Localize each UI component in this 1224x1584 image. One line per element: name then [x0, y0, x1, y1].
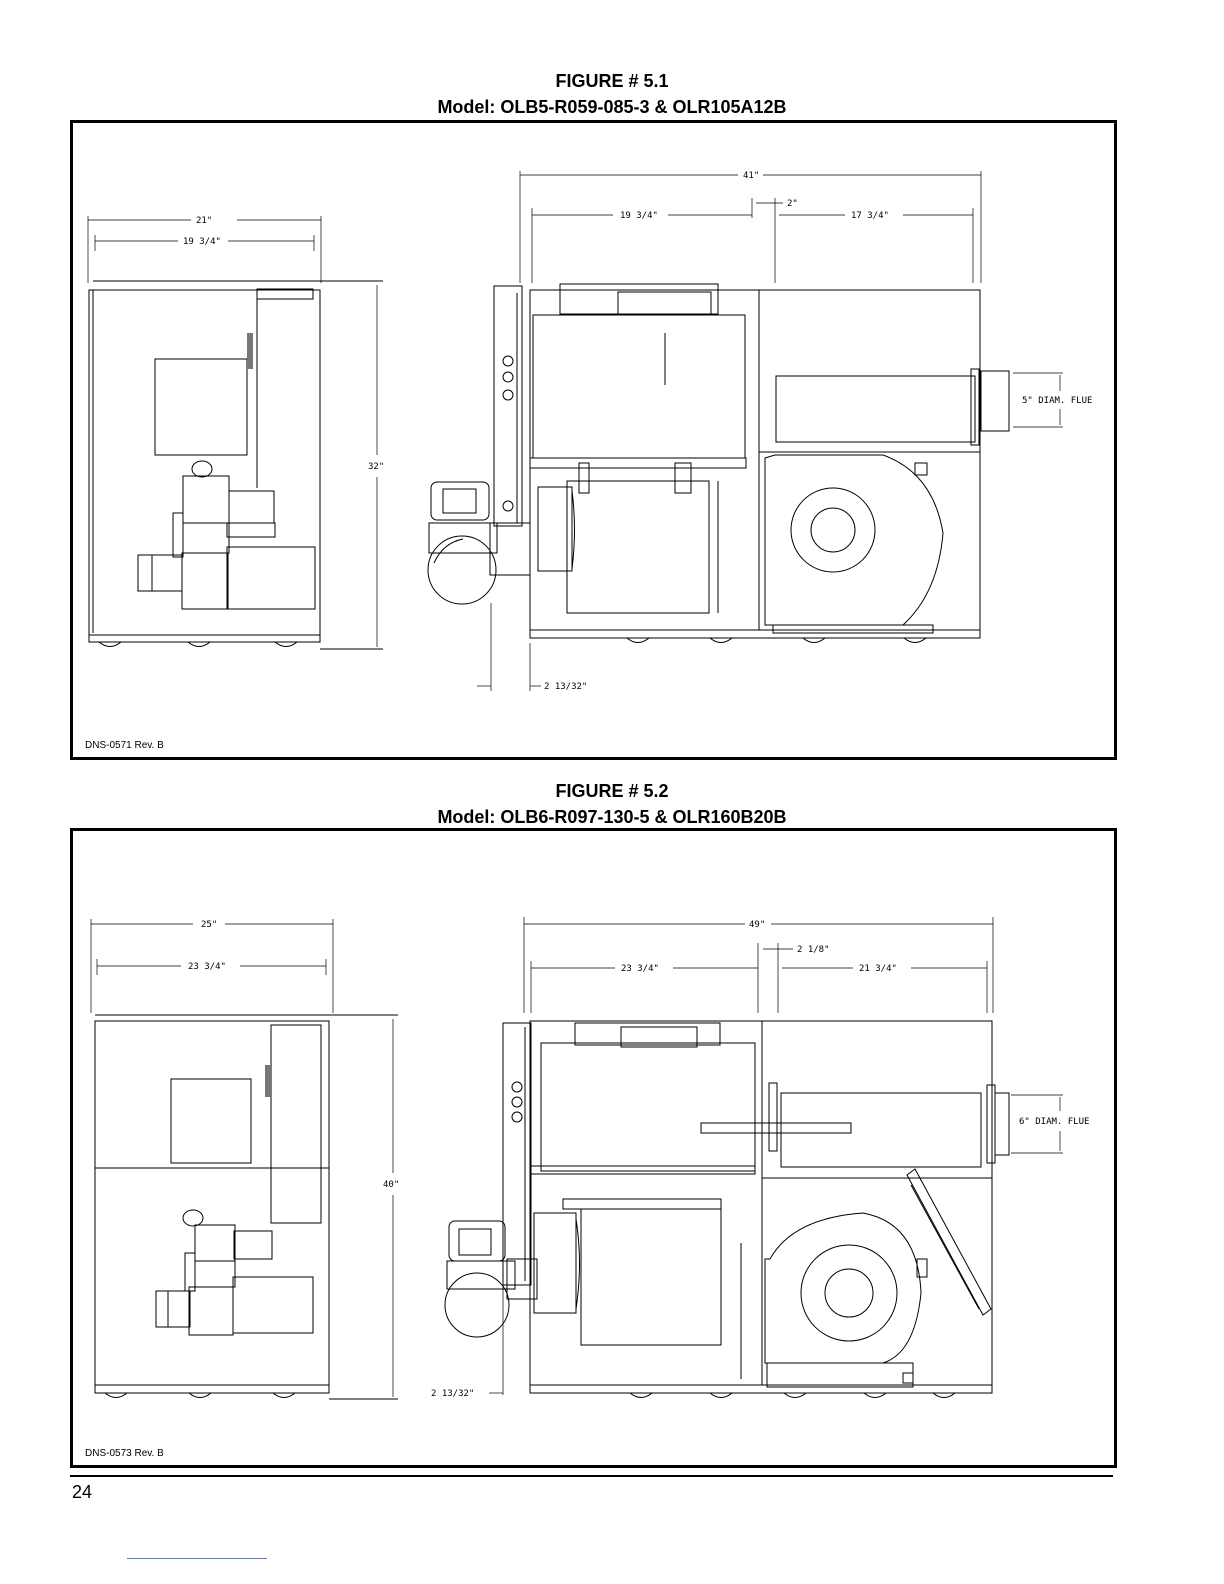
fig1-offset: 2 13/32" [544, 682, 587, 692]
fig1-front-inner-width: 19 3/4" [183, 237, 221, 247]
fig2-height: 40" [383, 1180, 399, 1190]
page-footer-rule [70, 1475, 1113, 1477]
fig2-side-total-width: 49" [749, 920, 765, 930]
fig1-side-left-width: 19 3/4" [620, 211, 658, 221]
figure-2-model: Model: OLB6-R097-130-5 & OLR160B20B [0, 806, 1224, 828]
fig2-front-view: 25" 23 3/4" [91, 919, 399, 1399]
fig2-offset: 2 13/32" [431, 1389, 474, 1399]
figure-2-frame: 25" 23 3/4" [70, 828, 1117, 1468]
fig2-front-total-width: 25" [201, 920, 217, 930]
footer-link-underline [127, 1558, 267, 1559]
fig2-doc-id: DNS-0573 Rev. B [85, 1448, 164, 1459]
figure-2-drawing: 25" 23 3/4" [73, 831, 1114, 1465]
fig1-side-total-width: 41" [743, 171, 759, 181]
fig2-side-left-width: 23 3/4" [621, 964, 659, 974]
figure-1-frame: 21" 19 3/4" [70, 120, 1117, 760]
fig1-front-total-width: 21" [196, 216, 212, 226]
figure-1-drawing: 21" 19 3/4" [73, 123, 1114, 757]
figure-1-model: Model: OLB5-R059-085-3 & OLR105A12B [0, 96, 1224, 118]
page-number: 24 [72, 1482, 92, 1503]
fig1-flue: 5" DIAM. FLUE [1022, 396, 1092, 406]
fig1-side-right-width: 17 3/4" [851, 211, 889, 221]
fig2-flue: 6" DIAM. FLUE [1019, 1117, 1089, 1127]
fig2-side-gap: 2 1/8" [797, 945, 830, 955]
fig1-height: 32" [368, 462, 384, 472]
fig1-side-gap: 2" [787, 199, 798, 209]
figure-2-number: FIGURE # 5.2 [0, 780, 1224, 802]
fig2-front-inner-width: 23 3/4" [188, 962, 226, 972]
fig1-doc-id: DNS-0571 Rev. B [85, 740, 164, 751]
fig1-side-view: 41" 19 3/4" 2" 17 3/4" [428, 171, 1092, 692]
fig2-side-right-width: 21 3/4" [859, 964, 897, 974]
fig1-front-view: 21" 19 3/4" [88, 216, 384, 649]
figure-1-number: FIGURE # 5.1 [0, 70, 1224, 92]
fig2-side-view: 49" 23 3/4" 2 1/8" 21 3/4" [431, 917, 1089, 1399]
